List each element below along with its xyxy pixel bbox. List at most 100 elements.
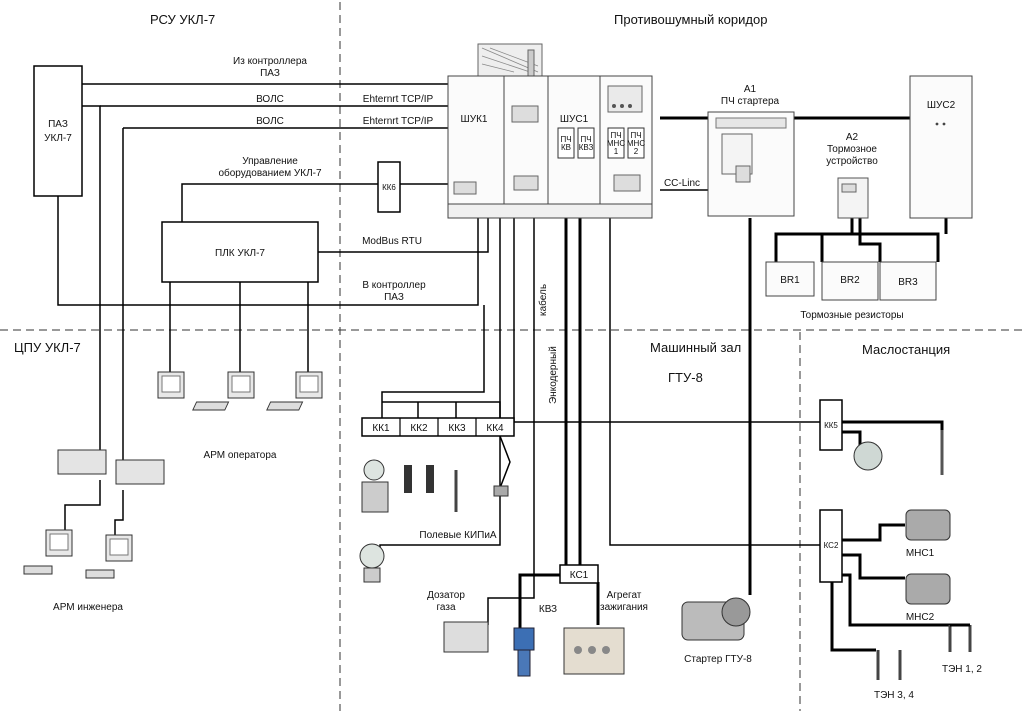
paz-label: ПАЗ: [48, 119, 68, 130]
brake-resistors-label: Тормозные резисторы: [800, 310, 903, 321]
probe-cable: [499, 435, 511, 489]
kvz-label: КВЗ: [539, 604, 557, 615]
encoder-label-2: кабель: [537, 284, 549, 316]
gas-doser-icon: [443, 621, 489, 653]
arm-engineer-label: АРМ инженера: [53, 602, 123, 613]
wire-kip: [379, 218, 501, 548]
to-ctrl-label-2: ПАЗ: [384, 292, 404, 303]
field-kip-label: Полевые КИПиА: [419, 530, 497, 541]
a2-title: А2: [846, 132, 859, 143]
kk3-label: КК3: [448, 423, 466, 434]
zone-oil-station-label: Маслостанция: [862, 342, 950, 357]
cable-br-bus: [774, 232, 940, 262]
monitor-icon: [192, 371, 255, 411]
keyboard-icon: [85, 569, 115, 579]
shuk1-label: ШУК1: [461, 114, 488, 125]
br2-label: BR2: [840, 275, 860, 286]
kk5-block: КК5: [819, 399, 843, 451]
arm-engineer-group: АРМ инженера: [23, 449, 165, 613]
kk2-label: КК2: [410, 423, 428, 434]
pressure-gauge-icon: [363, 459, 385, 481]
arm-operator-label: АРМ оператора: [204, 450, 277, 461]
flow-meter-icon: [361, 481, 389, 513]
br3-label: BR3: [898, 277, 918, 288]
vols-label-2: ВОЛС: [256, 116, 284, 127]
wire-kk-bus-2: [382, 401, 501, 418]
cable-mns1: [842, 523, 905, 542]
paz-block: ПАЗ УКЛ-7: [33, 65, 83, 197]
a1-label: ПЧ стартера: [721, 96, 780, 107]
monitor-icon: [157, 371, 185, 399]
from-ctrl-label-1: Из контроллера: [233, 56, 307, 67]
br1-label: BR1: [780, 275, 800, 286]
wire-vols-1: [82, 105, 101, 450]
pump-motor-icon: [905, 509, 951, 541]
ten12-label: ТЭН 1, 2: [942, 664, 982, 675]
zone-cpu-label: ЦПУ УКЛ-7: [14, 340, 81, 355]
encoder-label-1: Энкодерный: [548, 346, 559, 404]
cc-linc-label: CC-Linc: [664, 178, 700, 189]
connection-labels: Из контроллера ПАЗ ВОЛС ВОЛС Ehternrt TC…: [218, 56, 700, 404]
vols-label-1: ВОЛС: [256, 94, 284, 105]
wire-mgmt: [181, 183, 378, 222]
a2-label-1: Тормозное: [827, 144, 877, 155]
wire-kk5: [513, 218, 820, 423]
kk6-block: КК6: [377, 161, 401, 213]
kk-junction-row: КК1 КК2 КК3 КК4: [361, 417, 515, 437]
server-icon: [57, 449, 107, 475]
valve-icon: [513, 627, 535, 651]
mod1-b: КВ: [561, 143, 571, 152]
cable-a2-br3: [858, 218, 882, 262]
gas-doser-label-2: газа: [436, 602, 455, 613]
wires: [57, 83, 950, 652]
shuk1-cabinet: ШУК1: [447, 43, 549, 207]
machine-hall-equipment: Дозатор газа КВЗ Агрегат зажигания Старт…: [427, 590, 752, 677]
eth-label-1: Ehternrt TCP/IP: [363, 94, 434, 105]
plc-label: ПЛК УКЛ-7: [215, 248, 265, 259]
mod2-b: КВЗ: [579, 143, 594, 152]
monitor-icon: [266, 371, 323, 411]
mod2-a: ПЧ: [580, 135, 591, 144]
pump-motor-icon: [905, 573, 951, 605]
shus1-cabinet: ШУС1 ПЧ КВ ПЧ КВЗ ПЧ МНС 1 ПЧ МНС 2: [547, 75, 653, 207]
mod4-b: МНС: [627, 139, 645, 148]
cable-mns2: [842, 553, 905, 580]
wire-modbus: [318, 218, 489, 253]
plc-block: ПЛК УКЛ-7: [161, 221, 319, 283]
cable-ten12: [840, 573, 950, 627]
mns1-label: МНС1: [906, 548, 935, 559]
mod4-c: 2: [634, 147, 639, 156]
ignition-label-1: Агрегат: [607, 590, 642, 601]
kk6-label: КК6: [382, 183, 396, 192]
arm-operator-group: АРМ оператора: [157, 371, 323, 461]
paz-sub-label: УКЛ-7: [44, 133, 72, 144]
cabinet-base: [447, 203, 653, 219]
kk5-label: КК5: [824, 421, 838, 430]
keyboard-icon: [23, 565, 53, 575]
gas-doser-label-1: Дозатор: [427, 590, 465, 601]
a1-title: А1: [744, 84, 757, 95]
mod3-c: 1: [614, 147, 619, 156]
ignition-label-2: зажигания: [600, 602, 648, 613]
field-instruments: Полевые КИПиА: [359, 435, 511, 583]
mgmt-label-2: оборудованием УКЛ-7: [218, 167, 322, 179]
zone-gtu-label: ГТУ-8: [668, 370, 703, 385]
kk1-label: КК1: [372, 423, 390, 434]
shus1-label: ШУС1: [560, 114, 589, 125]
wire-kk-bus: [381, 305, 485, 418]
brake-resistors: BR1 BR2 BR3 Тормозные резисторы: [765, 261, 937, 321]
ten34-label: ТЭН 3, 4: [874, 690, 914, 701]
shus2-label: ШУС2: [927, 100, 956, 111]
mgmt-label-1: Управление: [242, 156, 298, 167]
ks1-label: КС1: [570, 570, 589, 581]
mod4-a: ПЧ: [630, 131, 641, 140]
zone-rsu-label: РСУ УКЛ-7: [150, 12, 215, 27]
a2-label-2: устройство: [826, 156, 878, 167]
mns2-label: МНС2: [906, 612, 935, 623]
shus2-cabinet: ШУС2: [909, 75, 973, 219]
from-ctrl-label-2: ПАЗ: [260, 68, 280, 79]
sensor-icon: [404, 465, 412, 493]
zone-machine-hall-label: Машинный зал: [650, 340, 741, 355]
mod3-a: ПЧ: [610, 131, 621, 140]
